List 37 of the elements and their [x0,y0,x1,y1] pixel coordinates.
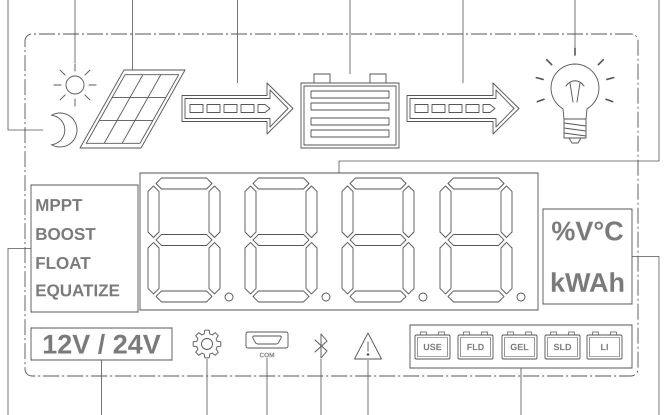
moon-icon [51,112,78,148]
display-outline [24,34,638,376]
leader-line [74,0,76,64]
arrow-icon [182,82,294,134]
mode-label: EQUATIZE [36,284,120,300]
leader-line [574,0,576,48]
voltage-indicator: 12V / 24V [30,328,172,360]
leader-line [632,256,660,415]
gear-icon [192,330,222,358]
leader-line [462,0,464,84]
leader-line [206,358,208,415]
leader-line [320,358,322,415]
leader-line [520,368,522,415]
mode-label: MPPT [36,199,82,211]
arrow-icon [406,82,520,134]
battery-icon [300,74,400,148]
battery-type-panel [410,324,632,368]
leader-line [132,0,133,70]
battery-type-indicator: USE [414,332,450,360]
leader-line [8,248,32,415]
bluetooth-icon [314,334,328,358]
mode-label: FLOAT [36,256,90,270]
mode-label: BOOST [36,228,96,240]
leader-line [101,360,102,415]
battery-type-indicator: GEL [502,332,538,360]
warning-icon [354,332,382,360]
light-bulb-icon [536,47,614,144]
battery-type-indicator: SLD [544,332,580,360]
leader-line [237,0,238,84]
battery-type-indicator: LI [586,332,622,360]
solar-panel-icon [80,70,186,148]
sun-icon [54,64,96,106]
battery-type-indicator: FLD [458,332,494,360]
leader-line [338,0,660,174]
leader-line [266,358,268,415]
unit-label: kWAh [552,272,624,292]
unit-label: %V°C [552,221,623,241]
